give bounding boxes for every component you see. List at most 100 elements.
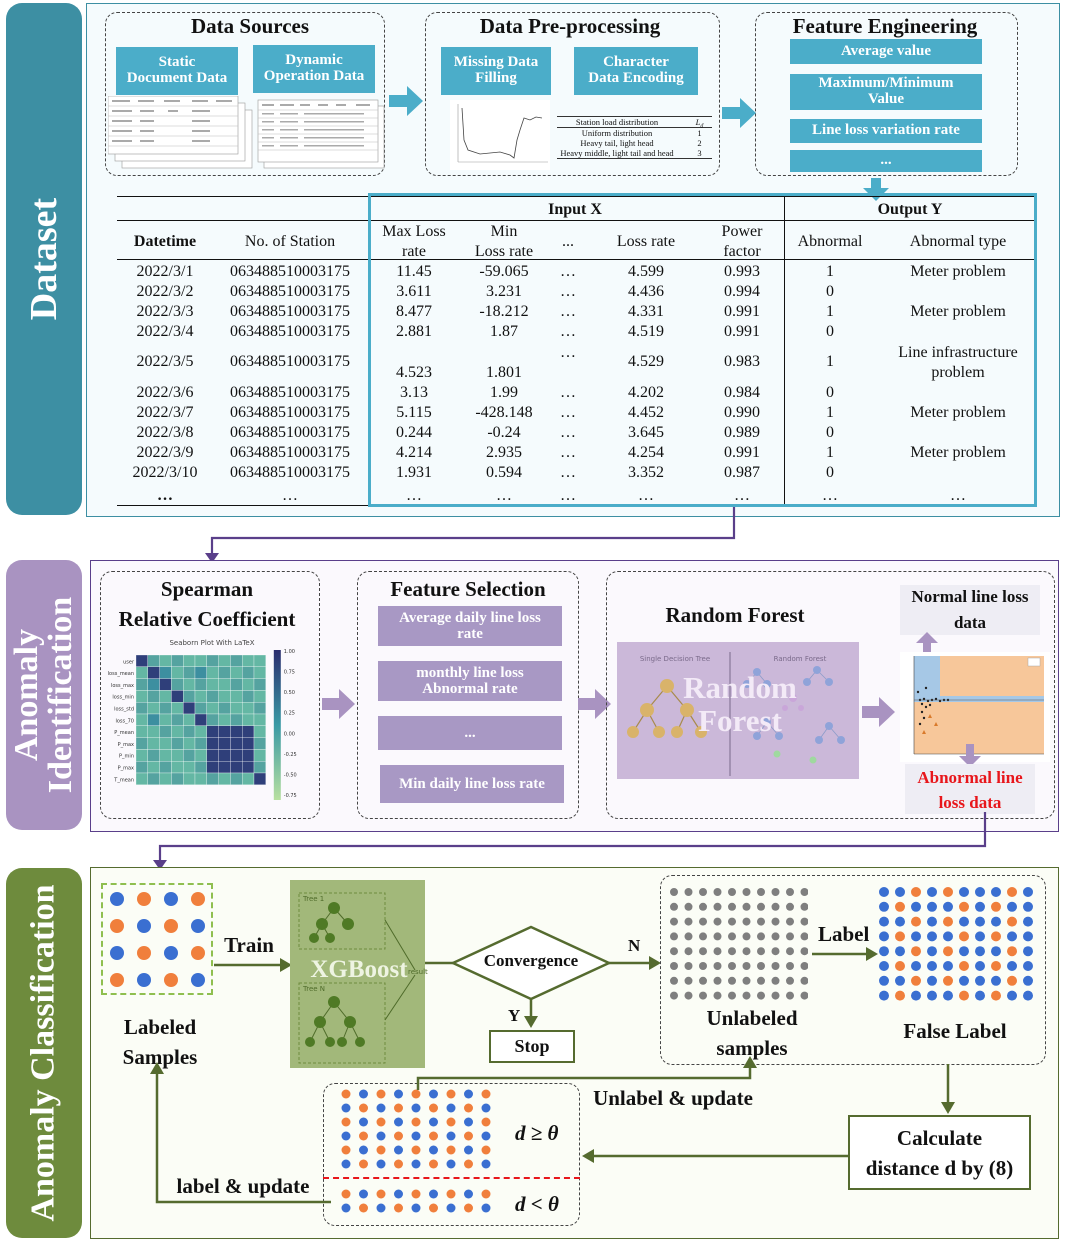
table-cell: 1 <box>826 353 834 370</box>
false-label-dot <box>1023 931 1033 942</box>
lower-dot <box>394 1203 403 1213</box>
heatmap-cell <box>159 713 172 726</box>
table-cell: 0 <box>826 283 834 300</box>
upper-dot <box>341 1145 351 1155</box>
upper-dot <box>376 1131 386 1141</box>
xgboost-text: XGBoost <box>310 956 408 983</box>
unlabeled-dot <box>713 991 722 1000</box>
label-update-text: label & update <box>176 1174 310 1198</box>
dataset-title: Dataset <box>23 197 65 321</box>
table-cell: 0 <box>826 424 834 441</box>
heatmap-cell <box>147 690 160 703</box>
false-label-dot <box>991 901 1001 912</box>
heatmap-cell <box>194 702 207 715</box>
heatmap-cell <box>218 725 231 738</box>
heatmap-cell <box>218 713 231 726</box>
table-cell: 4.254 <box>628 444 664 461</box>
table-header-cell: Abnormal <box>797 233 863 250</box>
upper-dot <box>411 1131 421 1141</box>
heatmap-cell <box>147 725 160 738</box>
table-cell: … <box>496 487 512 504</box>
load-table-row-name: Heavy middle, light tail and head <box>560 148 674 158</box>
false-label-dot <box>1007 916 1017 927</box>
table-cell: … <box>282 487 298 504</box>
input-x-label: Input X <box>548 201 602 218</box>
table-cell: 2.881 <box>396 323 432 340</box>
feature-ellipsis-box: ... <box>790 150 982 172</box>
false-label-dot <box>1007 946 1017 957</box>
unlabeled-dot <box>670 947 678 956</box>
unlabeled-dot <box>800 932 808 941</box>
colorbar-tick: 1.00 <box>284 649 295 655</box>
d-ge-theta: d ≥ θ <box>515 1121 559 1145</box>
unlabeled-dot <box>742 888 751 896</box>
table-cell: 2022/3/2 <box>136 283 194 300</box>
rf-overlay-text: Random Forest <box>683 670 797 738</box>
table-cell: 1.87 <box>490 323 518 340</box>
heatmap-cell <box>147 761 160 774</box>
false-label-dot <box>991 990 1001 1001</box>
false-label-dot <box>943 916 953 927</box>
table-header-cell: No. of Station <box>244 233 336 250</box>
heatmap-cell <box>206 749 219 762</box>
heatmap-cell <box>206 725 219 738</box>
output-y-label: Output Y <box>877 201 943 218</box>
table-cell: … <box>560 464 576 481</box>
heatmap-cell <box>242 654 255 667</box>
unlabeled-dot <box>684 888 693 896</box>
heatmap-cell <box>183 702 196 715</box>
table-cell: 063488510003175 <box>230 384 350 401</box>
unlabeled-dot <box>699 991 707 1000</box>
missing-data-line-plot <box>450 100 550 170</box>
false-label-dot <box>895 946 905 957</box>
upper-dot <box>376 1159 386 1169</box>
heatmap-cell <box>230 690 243 703</box>
false-label-dot <box>895 887 905 897</box>
heatmap-cell <box>194 749 207 762</box>
document-thumbnails <box>108 96 385 169</box>
heatmap-cell <box>171 749 184 762</box>
unlabeled-dot <box>742 917 751 926</box>
false-label-dot <box>975 990 985 1001</box>
false-label-dot <box>991 916 1001 927</box>
heatmap-cell <box>171 713 184 726</box>
heatmap-cell <box>147 772 160 785</box>
table-cell: Meter problem <box>910 404 1006 421</box>
lower-dot <box>429 1203 438 1213</box>
anomaly-identification-title: Anomaly Identification <box>8 596 80 794</box>
false-label-dot <box>1007 887 1017 897</box>
heatmap-cell <box>171 725 184 738</box>
heatmap-cell <box>171 678 184 691</box>
heatmap-cell <box>147 702 160 715</box>
false-label-dot <box>911 916 921 927</box>
upper-dot <box>394 1131 403 1141</box>
false-label-dot <box>911 975 921 986</box>
unlabeled-dot <box>670 917 678 926</box>
false-label-dot <box>1023 946 1033 957</box>
false-label-dot <box>927 931 937 942</box>
heatmap-cell <box>253 737 266 750</box>
unlabeled-dot <box>786 917 794 926</box>
feature-engineering-box <box>755 12 1018 176</box>
lower-dot <box>464 1189 473 1199</box>
false-label-dots <box>879 887 1033 1001</box>
heatmap-cell <box>159 761 172 774</box>
lower-dot <box>341 1203 351 1213</box>
unlabeled-dot <box>699 917 707 926</box>
table-cell: … <box>560 444 576 461</box>
upper-dot <box>394 1089 403 1099</box>
false-label-dot <box>1007 975 1017 986</box>
lower-dot <box>394 1189 403 1199</box>
heatmap-cell <box>159 678 172 691</box>
unlabeled-dot <box>800 888 808 896</box>
unlabeled-dot <box>757 932 765 941</box>
false-label-dot <box>959 961 969 971</box>
table-cell: … <box>560 487 576 504</box>
heatmap-cell <box>230 761 243 774</box>
unlabel-update-text: Unlabel & update <box>593 1086 753 1110</box>
false-label-dot <box>927 916 937 927</box>
unlabeled-samples-dots <box>670 888 808 1000</box>
labeled-dot <box>137 973 151 987</box>
false-label-dot <box>895 901 905 912</box>
table-cell: 0.594 <box>486 464 522 481</box>
